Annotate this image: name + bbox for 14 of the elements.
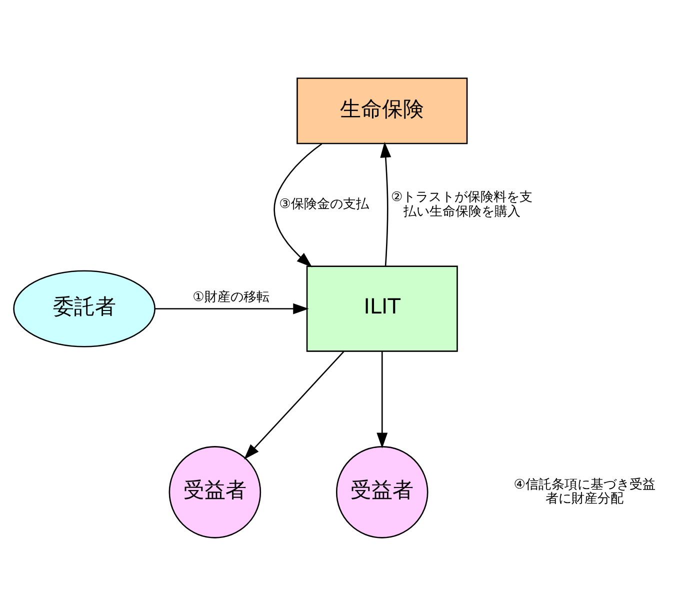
edge-label: ②トラストが保険料を支払い生命保険を購入 — [390, 190, 533, 220]
edge-label: ①財産の移転 — [192, 290, 270, 305]
arrow — [244, 351, 344, 460]
arrow — [380, 142, 392, 266]
arrow — [274, 143, 322, 268]
node-box: 生命保険 — [296, 78, 468, 144]
arrow — [154, 303, 309, 314]
node-box: ILIT — [306, 266, 458, 352]
node-ellipse: 委託者 — [13, 270, 156, 348]
edge-label: ③保険金の支払 — [279, 197, 369, 212]
node-circle: 受益者 — [336, 446, 428, 538]
node-circle: 受益者 — [168, 446, 262, 538]
label: ④信託条項に基づき受益者に財産分配 — [514, 477, 656, 507]
arrow — [376, 352, 388, 448]
